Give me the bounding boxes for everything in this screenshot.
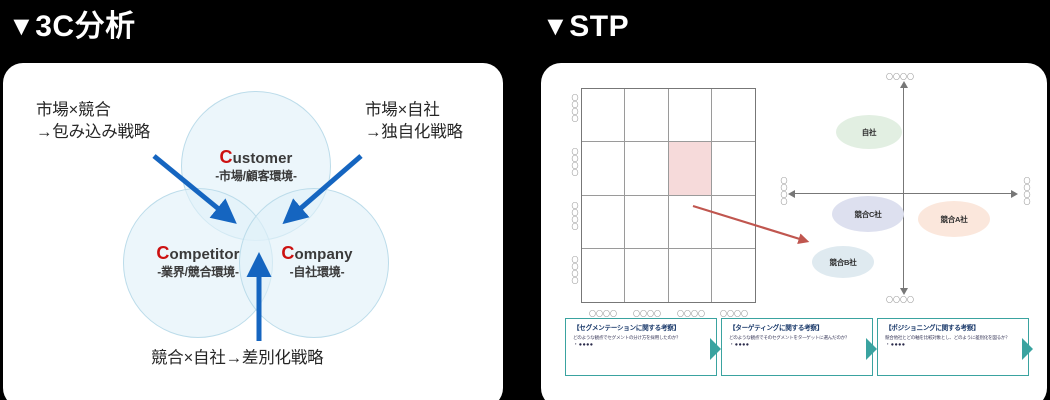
grid-row-label-4: 〇〇〇〇 — [571, 256, 578, 284]
venn-cap-c-customer: C — [219, 147, 233, 167]
grid-cell[interactable] — [582, 248, 626, 302]
grid-cell[interactable] — [711, 196, 755, 249]
chevron-right-icon-1 — [710, 338, 721, 360]
card-3c-analysis: Customer -市場/顧客環境- Competitor -業界/競合環境- … — [3, 63, 503, 400]
section-title-stp: ▼STP — [542, 12, 629, 42]
venn-label-competitor-en: Competitor — [115, 243, 281, 265]
grid-cell[interactable] — [711, 142, 755, 196]
venn-label-customer-jp: -市場/顧客環境- — [215, 168, 297, 183]
section-title-3c-label: 3C分析 — [35, 10, 136, 43]
grid-cell[interactable] — [582, 195, 626, 249]
axis-arrow-up-icon — [899, 81, 908, 88]
positioning-horizontal-axis — [794, 193, 1014, 195]
grid-cell[interactable] — [625, 89, 669, 143]
grid-row-label-3: 〇〇〇〇 — [571, 202, 578, 230]
grid-row-label-2: 〇〇〇〇 — [571, 148, 578, 176]
triangle-marker-icon: ▼ — [8, 11, 36, 41]
axis-arrow-right-icon — [1011, 189, 1018, 198]
consideration-title-targeting: 【ターゲティングに関する考察】 — [729, 325, 824, 332]
consideration-title-segmentation: 【セグメンテーションに関する考察】 — [573, 325, 680, 332]
grid-cell[interactable] — [625, 248, 669, 302]
positioning-vertical-axis — [903, 87, 905, 292]
grid-cell[interactable] — [582, 89, 626, 143]
grid-cell[interactable] — [669, 248, 712, 302]
axis-arrow-left-icon — [788, 189, 795, 198]
positioning-axis-label-top: 〇〇〇〇 — [886, 74, 914, 81]
consideration-sub-segmentation: どのような観点でセグメントの分け方を採用したのか？ — [573, 334, 681, 340]
positioning-bubble-competitor-b[interactable]: 競合B社 — [812, 246, 874, 278]
positioning-map: 〇〇〇〇 〇〇〇〇 〇〇〇〇 〇〇〇〇 自社 競合C社 競合A社 競合B社 — [776, 74, 1031, 306]
grid-col-label-3: 〇〇〇〇 — [677, 311, 705, 318]
positioning-bubble-competitor-c[interactable]: 競合C社 — [832, 196, 904, 232]
venn-label-company: Company -自社環境- — [247, 243, 387, 280]
venn-label-company-jp: -自社環境- — [289, 264, 345, 279]
venn-rest-customer: ustomer — [232, 150, 293, 167]
axis-arrow-down-icon — [899, 288, 908, 295]
positioning-axis-label-bottom: 〇〇〇〇 — [886, 297, 914, 304]
grid-col-label-4: 〇〇〇〇 — [720, 311, 748, 318]
section-title-stp-label: STP — [569, 10, 630, 43]
positioning-bubble-competitor-a[interactable]: 競合A社 — [918, 201, 990, 237]
venn-label-customer-en: Customer — [181, 147, 331, 169]
grid-cell-highlighted[interactable] — [668, 142, 712, 196]
card-stp: 〇〇〇〇 〇〇〇〇 〇〇〇〇 〇〇〇〇 〇〇〇〇 〇〇〇〇 〇〇〇〇 〇〇〇〇 — [541, 63, 1047, 400]
grid-cell[interactable] — [625, 142, 669, 196]
note-differentiation: 競合×自社→差別化戦略 — [151, 349, 324, 367]
chevron-right-icon-2 — [866, 338, 877, 360]
grid-cell[interactable] — [712, 249, 755, 302]
consideration-title-positioning: 【ポジショニングに関する考察】 — [885, 325, 980, 332]
consideration-box-positioning[interactable]: 【ポジショニングに関する考察】 競合他社とどの軸を比較対象とし、どのように差別化… — [877, 318, 1029, 376]
grid-cell[interactable] — [668, 89, 712, 143]
consideration-box-targeting[interactable]: 【ターゲティングに関する考察】 どのような観点でそのセグメントをターゲットに選ん… — [721, 318, 873, 376]
segmentation-grid — [581, 88, 756, 303]
grid-col-label-2: 〇〇〇〇 — [633, 311, 661, 318]
section-title-3c: ▼3C分析 — [8, 12, 136, 42]
venn-cap-c-competitor: C — [156, 243, 170, 263]
positioning-bubble-own-company[interactable]: 自社 — [836, 115, 902, 149]
venn-cap-c-company: C — [281, 243, 295, 263]
grid-cell[interactable] — [711, 89, 755, 143]
venn-rest-company: ompany — [294, 246, 353, 263]
grid-row-label-1: 〇〇〇〇 — [571, 94, 578, 122]
consideration-bullets-positioning: ・●●●● — [885, 342, 906, 349]
chevron-right-icon-3 — [1022, 338, 1033, 360]
consideration-bullets-targeting: ・●●●● — [729, 342, 750, 349]
grid-cell[interactable] — [582, 142, 626, 196]
consideration-bullets-segmentation: ・●●●● — [573, 342, 594, 349]
consideration-box-segmentation[interactable]: 【セグメンテーションに関する考察】 どのような観点でセグメントの分け方を採用した… — [565, 318, 717, 376]
venn-label-competitor-jp: -業界/競合環境- — [157, 264, 239, 279]
venn-label-customer: Customer -市場/顧客環境- — [181, 147, 331, 184]
positioning-axis-label-right: 〇〇〇〇 — [1023, 177, 1030, 205]
triangle-marker-icon-stp: ▼ — [542, 11, 570, 41]
consideration-sub-positioning: 競合他社とどの軸を比較対象とし、どのように差別化を図るか？ — [885, 334, 1010, 340]
grid-col-label-1: 〇〇〇〇 — [589, 311, 617, 318]
venn-label-company-en: Company — [247, 243, 387, 265]
grid-cell[interactable] — [625, 195, 669, 249]
stp-inner: 〇〇〇〇 〇〇〇〇 〇〇〇〇 〇〇〇〇 〇〇〇〇 〇〇〇〇 〇〇〇〇 〇〇〇〇 — [541, 63, 1047, 400]
venn-rest-competitor: ompetitor — [169, 246, 240, 263]
positioning-axis-label-left: 〇〇〇〇 — [780, 177, 787, 205]
note-market-x-competitor: 市場×競合 →包み込み戦略 — [36, 101, 151, 142]
segmentation-grid-wrapper: 〇〇〇〇 〇〇〇〇 〇〇〇〇 〇〇〇〇 〇〇〇〇 〇〇〇〇 〇〇〇〇 〇〇〇〇 — [571, 88, 756, 318]
venn-diagram: Customer -市場/顧客環境- Competitor -業界/競合環境- … — [3, 63, 503, 400]
consideration-sub-targeting: どのような観点でそのセグメントをターゲットに選んだのか？ — [729, 334, 850, 340]
venn-label-competitor: Competitor -業界/競合環境- — [115, 243, 281, 280]
note-market-x-company: 市場×自社 →独自化戦略 — [365, 101, 463, 142]
grid-cell[interactable] — [668, 195, 712, 249]
